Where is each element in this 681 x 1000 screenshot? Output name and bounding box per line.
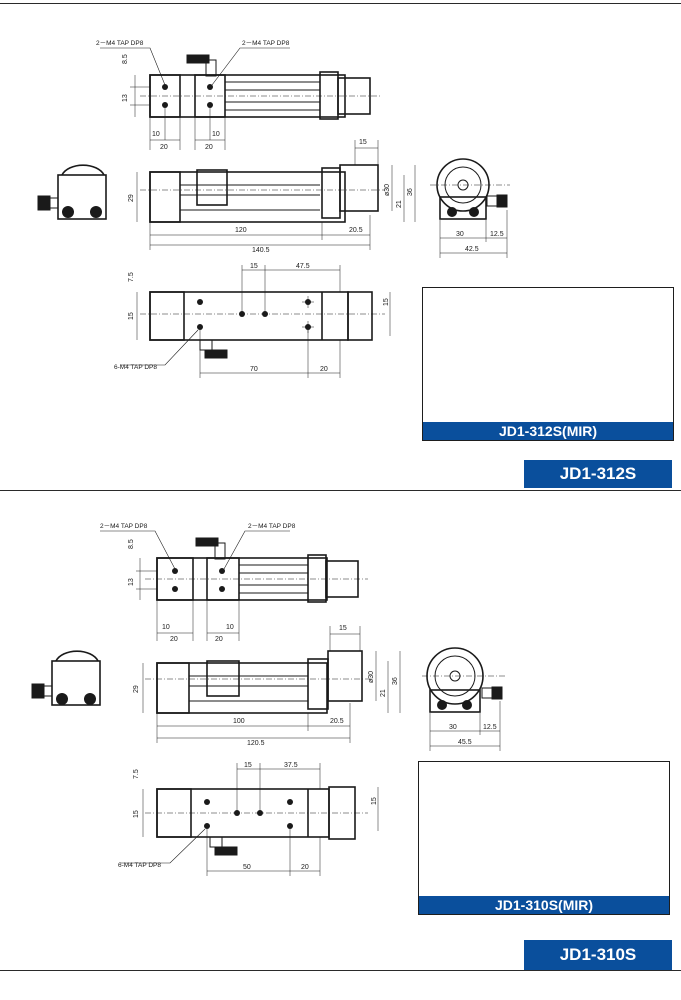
section-jd1-312s: 8.5 13 10 20 10 20 2－M4 TAP DP8 2－M4 TAP…	[0, 0, 681, 490]
dim-29: 29	[133, 685, 140, 693]
dim-20-5: 20.5	[349, 227, 363, 234]
dim-10: 10	[152, 131, 160, 138]
dim-140-5: 140.5	[252, 247, 270, 254]
tap-hole	[207, 84, 213, 90]
side-view	[136, 140, 416, 250]
dim-15: 15	[383, 298, 390, 306]
tap-label-top-right: 2－M4 TAP DP8	[248, 523, 296, 530]
dim-20: 20	[320, 366, 328, 373]
tap-hole	[207, 102, 213, 108]
dim-36: 36	[407, 188, 414, 196]
model-tag: JD1-310S	[524, 940, 672, 970]
dim-37-5: 37.5	[284, 762, 298, 769]
dim-15: 15	[128, 312, 135, 320]
dim-7-5: 7.5	[128, 272, 135, 282]
dim-30: 30	[456, 231, 464, 238]
dim-20: 20	[205, 144, 213, 151]
tap-label-top-left: 2－M4 TAP DP8	[100, 523, 148, 530]
right-end-view	[430, 158, 510, 258]
dim-20-5: 20.5	[330, 718, 344, 725]
dim-100: 100	[233, 718, 245, 725]
top-rule	[0, 3, 681, 4]
dim-47-5: 47.5	[296, 263, 310, 270]
dim-7-5: 7.5	[133, 769, 140, 779]
mir-label: JD1-312S(MIR)	[423, 422, 673, 440]
dim-15: 15	[133, 810, 140, 818]
dim-30: 30	[449, 724, 457, 731]
tap-hole	[162, 84, 168, 90]
dim-20: 20	[170, 636, 178, 643]
dim-21: 21	[380, 689, 387, 697]
left-end-view	[31, 650, 101, 706]
dim-70: 70	[250, 366, 258, 373]
dim-10: 10	[162, 624, 170, 631]
dim-phi30: ø30	[384, 184, 391, 196]
mir-label: JD1-310S(MIR)	[419, 896, 669, 914]
dim-21: 21	[396, 200, 403, 208]
dim-12-5: 12.5	[490, 231, 504, 238]
dim-15: 15	[250, 263, 258, 270]
left-end-view	[37, 164, 107, 220]
dim-120: 120	[235, 227, 247, 234]
tap-hole	[162, 102, 168, 108]
tap-label-bottom: 6-M4 TAP DP8	[114, 364, 157, 371]
dim-42-5: 42.5	[465, 246, 479, 253]
model-tag: JD1-312S	[524, 460, 672, 488]
dim-29: 29	[128, 194, 135, 202]
dim-15: 15	[371, 797, 378, 805]
tap-label-top-right: 2－M4 TAP DP8	[242, 40, 290, 47]
section-divider	[0, 490, 681, 491]
tap-label-bottom: 6-M4 TAP DP8	[118, 862, 161, 869]
dim-50: 50	[243, 864, 251, 871]
top-view	[100, 47, 380, 150]
dim-36: 36	[392, 677, 399, 685]
dim-10: 10	[212, 131, 220, 138]
mir-panel: JD1-312S(MIR)	[422, 287, 674, 441]
bottom-rule	[0, 970, 681, 971]
dim-10: 10	[226, 624, 234, 631]
dim-20: 20	[160, 144, 168, 151]
dim-15: 15	[339, 625, 347, 632]
dim-20: 20	[301, 864, 309, 871]
dim-45-5: 45.5	[458, 739, 472, 746]
dim-120-5: 120.5	[247, 740, 265, 747]
tap-label-top-left: 2－M4 TAP DP8	[96, 40, 144, 47]
bottom-view	[120, 763, 379, 876]
dim-13: 13	[122, 94, 129, 102]
dim-12-5: 12.5	[483, 724, 497, 731]
top-view	[100, 530, 368, 641]
dim-15: 15	[359, 139, 367, 146]
dim-15: 15	[244, 762, 252, 769]
right-end-view	[422, 647, 505, 751]
dim-8-5: 8.5	[128, 539, 135, 549]
mir-panel: JD1-310S(MIR)	[418, 761, 670, 915]
dim-13: 13	[128, 578, 135, 586]
bottom-view	[120, 265, 391, 378]
section-jd1-310s: 8.5 13 10 20 20 10 2－M4 TAP DP8 2－M4 TAP…	[0, 491, 681, 1000]
dim-phi30: ø30	[368, 671, 375, 683]
dim-20: 20	[215, 636, 223, 643]
jd1-310s-drawing: 8.5 13 10 20 20 10 2－M4 TAP DP8 2－M4 TAP…	[31, 523, 660, 876]
side-view	[142, 626, 401, 743]
dim-8-5: 8.5	[122, 54, 129, 64]
